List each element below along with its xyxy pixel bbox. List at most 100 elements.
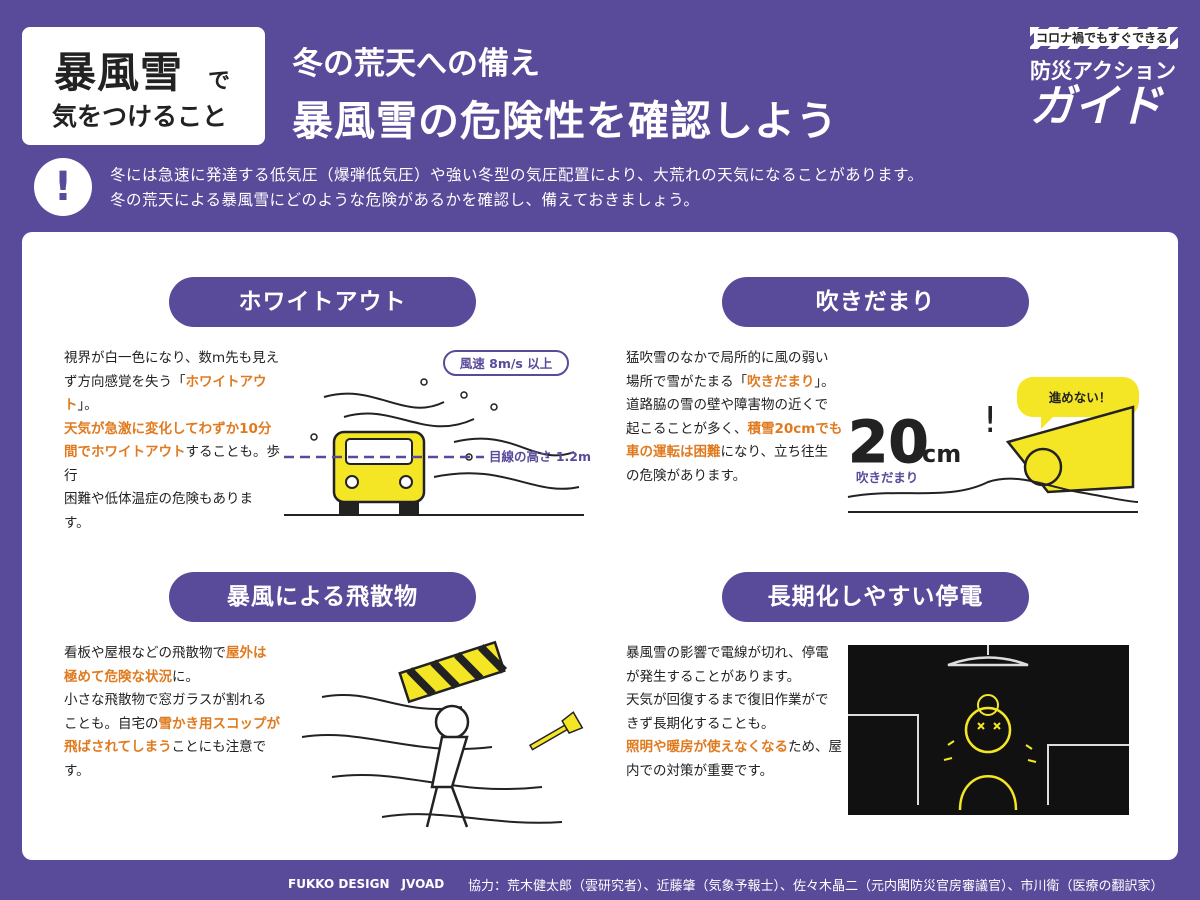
- desc-line: きず長期化することも。: [626, 713, 848, 737]
- section-desc-snowdrift: 猛吹雪のなかで局所的に風の弱い場所で雪がたまる「吹きだまり」。道路脇の雪の壁や障…: [626, 347, 848, 488]
- car-windshield: [345, 438, 413, 465]
- content-panel: ホワイトアウト 視界が白一色になり、数m先も見えず方向感覚を失う「ホワイトアウト…: [22, 232, 1178, 860]
- intro-line-1: 冬には急速に発達する低気圧（爆弾低気圧）や強い冬型の気圧配置により、大荒れの天気…: [110, 166, 924, 184]
- intro-text: 冬には急速に発達する低気圧（爆弾低気圧）や強い冬型の気圧配置により、大荒れの天気…: [110, 163, 924, 213]
- person-body: [430, 735, 469, 789]
- footer-brands: FUKKO DESIGN JVOAD: [288, 877, 445, 891]
- highlight-text: ホワイトアウト: [64, 373, 267, 414]
- desc-line: 起こることが多く、積雪20cmでも: [626, 418, 848, 442]
- desc-text: 道路脇の雪の壁や障害物の近くで: [626, 397, 829, 413]
- section-title-snowdrift: 吹きだまり: [722, 277, 1029, 327]
- title-sub: 気をつけること: [52, 102, 228, 131]
- highlight-text: 照明や暖房が使えなくなる: [626, 739, 788, 755]
- section-title-whiteout: ホワイトアウト: [169, 277, 476, 327]
- footer: FUKKO DESIGN JVOAD 協力：荒木健太郎（雲研究者）、近藤肇（気象…: [0, 871, 1200, 900]
- desc-line: 場所で雪がたまる「吹きだまり」。: [626, 371, 848, 395]
- exclaim-mark: !: [983, 400, 997, 441]
- dark-room: [848, 645, 1129, 815]
- logo-line3: ガイド: [1030, 81, 1162, 132]
- desc-line: 天気が急激に変化してわずか10分: [64, 418, 284, 442]
- desc-line: 照明や暖房が使えなくなるため、屋: [626, 736, 848, 760]
- desc-text: 暴風雪の影響で電線が切れ、停電: [626, 645, 829, 661]
- footer-credit: 協力：荒木健太郎（雲研究者）、近藤肇（気象予報士）、佐々木晶二（元内閣防災官房審…: [468, 879, 1164, 894]
- header-main-title: 暴風雪の危険性を確認しよう: [292, 97, 838, 145]
- desc-line: ず方向感覚を失う「ホワイトアウト」。: [64, 371, 284, 418]
- desc-line: が発生することがあります。: [626, 666, 848, 690]
- highlight-text: 雪かき用スコップが: [158, 715, 281, 732]
- flying-debris-illustration: [301, 640, 584, 828]
- desc-text: 」。: [814, 373, 835, 390]
- section-desc-flying-debris: 看板や屋根などの飛散物で屋外は極めて危険な状況に。小さな飛散物で窓ガラスが割れる…: [64, 642, 289, 783]
- desc-text: 小さな飛散物で窓ガラスが割れる: [64, 692, 267, 708]
- highlight-text: 積雪20cmでも: [747, 420, 843, 437]
- section-title-power-outage: 長期化しやすい停電: [722, 572, 1029, 622]
- person-head: [434, 704, 470, 740]
- desc-text: 」。: [77, 397, 98, 413]
- highlight-text: 間でホワイトアウト: [64, 444, 186, 460]
- title-big: 暴風雪: [54, 48, 184, 97]
- title-box: 暴風雪 で 気をつけること: [22, 27, 265, 145]
- desc-line: 道路脇の雪の壁や障害物の近くで: [626, 394, 848, 418]
- wind-speed-label: 風速 8m/s 以上: [460, 356, 553, 371]
- depth-unit: cm: [922, 440, 961, 468]
- highlight-text: 天気が急激に変化してわずか10分: [64, 420, 272, 437]
- desc-line: す。: [64, 512, 284, 536]
- logo-line2: 防災アクション: [1030, 59, 1176, 83]
- highlight-text: 吹きだまり: [747, 373, 815, 390]
- wind-swirl-lines: [323, 392, 580, 490]
- highlight-text: 屋外は: [226, 645, 267, 661]
- desc-line: 極めて危険な状況に。: [64, 666, 289, 690]
- drift-label: 吹きだまり: [856, 470, 918, 485]
- ceiling-lamp: [947, 656, 1029, 667]
- desc-line: 困難や低体温症の危険もありま: [64, 488, 284, 512]
- title-particle: で: [208, 69, 231, 94]
- wind-lines: [301, 693, 563, 824]
- shivering-person-head: [964, 706, 1012, 754]
- flying-shovel: [528, 711, 584, 751]
- desc-text: ため、屋: [788, 739, 842, 755]
- power-outage-illustration: [848, 645, 1129, 815]
- desc-line: 猛吹雪のなかで局所的に風の弱い: [626, 347, 848, 371]
- speech-text: 進めない！: [1049, 390, 1112, 405]
- whiteout-illustration: 風速 8m/s 以上 目線の高さ 1.2m: [284, 350, 591, 516]
- desc-line: す。: [64, 760, 289, 784]
- desc-text: す。: [64, 514, 90, 531]
- desc-text: 猛吹雪のなかで局所的に風の弱い: [626, 350, 829, 366]
- desc-line: 飛ばされてしまうことにも注意で: [64, 736, 289, 760]
- desc-text: ず方向感覚を失う「: [64, 373, 186, 390]
- highlight-text: 極めて危険な状況: [64, 668, 172, 685]
- desc-text: することも。歩行: [64, 444, 280, 484]
- desc-text: が発生することがあります。: [626, 668, 801, 685]
- section-title-flying-debris: 暴風による飛散物: [169, 572, 476, 622]
- shivering-person-body: [958, 775, 1018, 811]
- desc-text: 天気が回復するまで復旧作業がで: [626, 692, 829, 708]
- desc-text: の危険があります。: [626, 467, 747, 484]
- desc-line: ことも。自宅の雪かき用スコップが: [64, 713, 289, 737]
- desc-text: に。: [172, 668, 199, 685]
- snowdrift-illustration: 20 cm 吹きだまり ! 進めない！: [847, 377, 1139, 513]
- desc-line: 小さな飛散物で窓ガラスが割れる: [64, 689, 289, 713]
- desc-text: 起こることが多く、: [626, 420, 748, 437]
- desc-text: ことにも注意で: [171, 739, 267, 755]
- desc-text: になり、立ち往生: [720, 444, 828, 460]
- logo-stripe: コロナ禍でもすぐできる: [1030, 27, 1178, 49]
- snow-surface: [847, 477, 1139, 503]
- desc-text: ことも。自宅の: [64, 715, 159, 732]
- desc-text: 看板や屋根などの飛散物で: [64, 645, 226, 661]
- desc-line: 車の運転は困難になり、立ち往生: [626, 441, 848, 465]
- exclamation-icon: !: [34, 158, 92, 216]
- desc-line: 視界が白一色になり、数m先も見え: [64, 347, 284, 371]
- desc-line: 暴風雪の影響で電線が切れ、停電: [626, 642, 848, 666]
- desc-line: 天気が回復するまで復旧作業がで: [626, 689, 848, 713]
- desc-text: 困難や低体温症の危険もありま: [64, 491, 253, 507]
- desc-text: 内での対策が重要です。: [626, 762, 774, 779]
- eye-level-label: 目線の高さ 1.2m: [489, 449, 591, 464]
- highlight-text: 飛ばされてしまう: [64, 739, 172, 755]
- header-subtitle: 冬の荒天への備え: [292, 46, 540, 82]
- section-desc-whiteout: 視界が白一色になり、数m先も見えず方向感覚を失う「ホワイトアウト」。天気が急激に…: [64, 347, 284, 535]
- guide-logo: コロナ禍でもすぐできる 防災アクション ガイド: [1030, 27, 1178, 132]
- flying-sign: [398, 640, 508, 704]
- depth-number: 20: [848, 408, 929, 476]
- desc-text: きず長期化することも。: [626, 715, 775, 732]
- highlight-text: 車の運転は困難: [626, 444, 721, 460]
